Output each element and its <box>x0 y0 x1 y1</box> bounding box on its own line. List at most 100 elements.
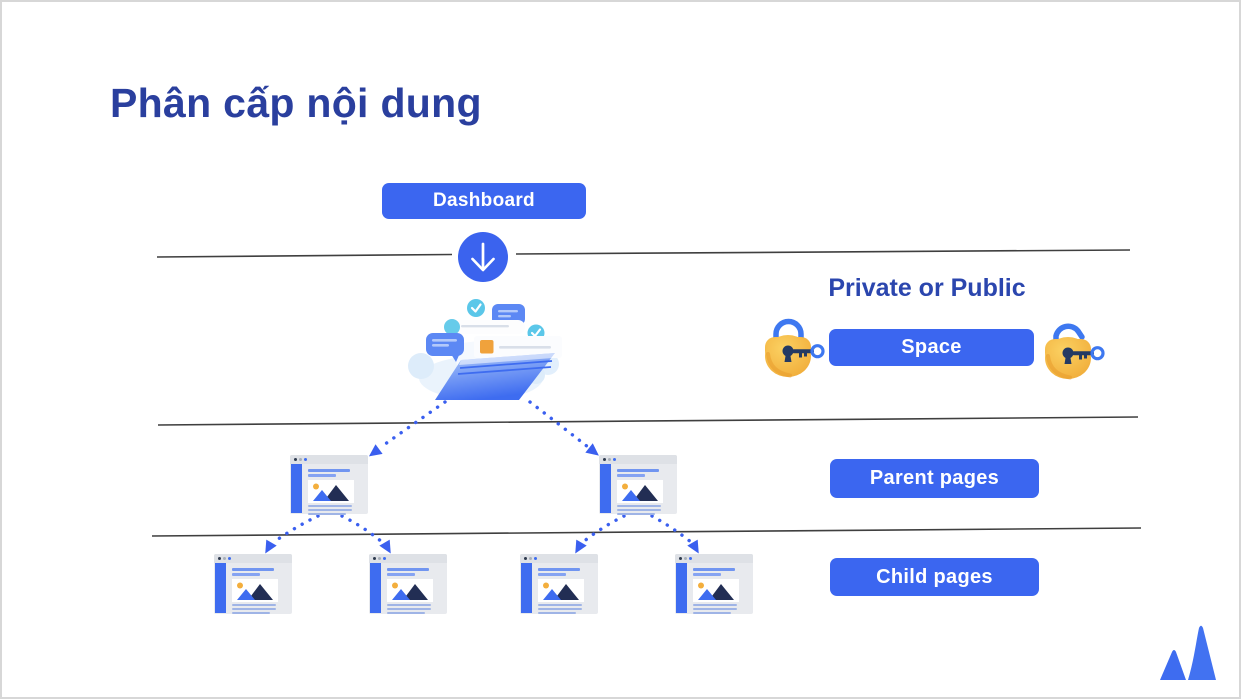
connector-parent2-child4 <box>650 514 693 544</box>
text-line <box>617 513 655 515</box>
mountains-icon <box>237 582 273 600</box>
connector-parent2-child3 <box>581 514 626 544</box>
text-line <box>308 469 350 472</box>
text-line <box>308 509 352 511</box>
text-line <box>693 573 721 576</box>
text-line <box>693 604 737 606</box>
window-dot <box>373 557 376 560</box>
space-illustration-icon <box>408 299 562 400</box>
dashboard-badge: Dashboard <box>382 183 586 219</box>
window-dot <box>524 557 527 560</box>
level-divider-middle <box>157 416 1139 426</box>
text-line <box>538 612 576 614</box>
page-sidebar <box>676 563 687 613</box>
window-dot <box>228 557 231 560</box>
open-folder-icon <box>435 353 555 400</box>
connector-space-parent2 <box>528 400 590 449</box>
window-dot <box>679 557 682 560</box>
text-line <box>232 568 274 571</box>
text-line <box>232 608 276 610</box>
window-titlebar <box>369 554 447 563</box>
window-titlebar <box>214 554 292 563</box>
window-dot <box>529 557 532 560</box>
text-line <box>232 612 270 614</box>
child-pages-badge: Child pages <box>830 558 1039 596</box>
window-dot <box>613 458 616 461</box>
level-dividers <box>151 249 1142 537</box>
text-line <box>387 612 425 614</box>
text-line <box>538 608 582 610</box>
text-line <box>693 612 731 614</box>
window-titlebar <box>599 455 677 464</box>
window-dot <box>684 557 687 560</box>
connector-space-parent1 <box>379 400 447 449</box>
privacy-label: Private or Public <box>828 274 1026 302</box>
text-line <box>617 505 661 507</box>
text-line <box>538 573 566 576</box>
page-sidebar <box>521 563 532 613</box>
window-dot <box>608 458 611 461</box>
child-page-icon-1 <box>214 554 292 614</box>
dotted-connectors <box>272 400 693 544</box>
image-placeholder <box>387 579 433 602</box>
child-page-icon-2 <box>369 554 447 614</box>
connector-parent1-child1 <box>272 514 320 544</box>
page-title: Phân cấp nội dung <box>110 80 482 126</box>
text-line <box>387 604 431 606</box>
atlassian-logo-icon <box>1160 625 1216 680</box>
page-sidebar <box>370 563 381 613</box>
window-dot <box>383 557 386 560</box>
mountains-icon <box>313 483 349 501</box>
text-line <box>617 509 661 511</box>
window-dot <box>304 458 307 461</box>
parent-page-icon-1 <box>290 455 368 515</box>
down-arrow-icon <box>458 232 508 282</box>
mountains-icon <box>698 582 734 600</box>
text-line <box>387 608 431 610</box>
speech-bubble-icon <box>492 304 525 331</box>
page-sidebar <box>600 464 611 513</box>
connector-arrowheads <box>265 443 699 554</box>
window-dot <box>218 557 221 560</box>
child-page-icon-4 <box>675 554 753 614</box>
window-dot <box>223 557 226 560</box>
text-line <box>308 474 336 477</box>
lock-open-icon <box>1045 323 1105 380</box>
image-placeholder <box>538 579 584 602</box>
image-placeholder <box>617 480 663 503</box>
mountains-icon <box>392 582 428 600</box>
text-line <box>693 568 735 571</box>
level-divider-top-right <box>515 249 1131 255</box>
window-titlebar <box>675 554 753 563</box>
text-line <box>387 568 429 571</box>
text-line <box>232 573 260 576</box>
image-placeholder <box>308 480 354 503</box>
text-line <box>308 505 352 507</box>
mountains-icon <box>622 483 658 501</box>
text-line <box>387 573 415 576</box>
page-sidebar <box>291 464 302 513</box>
text-line <box>538 604 582 606</box>
mountains-icon <box>543 582 579 600</box>
window-dot <box>689 557 692 560</box>
speech-bubble-icon <box>426 333 464 362</box>
text-line <box>538 568 580 571</box>
window-dot <box>294 458 297 461</box>
window-dot <box>299 458 302 461</box>
document-card-icon <box>474 336 562 358</box>
text-line <box>693 608 737 610</box>
window-dot <box>534 557 537 560</box>
level-divider-bottom <box>151 527 1142 537</box>
parent-pages-badge: Parent pages <box>830 459 1039 498</box>
space-badge: Space <box>829 329 1034 366</box>
image-placeholder <box>232 579 278 602</box>
check-icon <box>467 299 485 317</box>
window-titlebar <box>290 455 368 464</box>
parent-page-icon-2 <box>599 455 677 515</box>
page-sidebar <box>215 563 226 613</box>
text-line <box>617 474 645 477</box>
window-titlebar <box>520 554 598 563</box>
text-line <box>232 604 276 606</box>
